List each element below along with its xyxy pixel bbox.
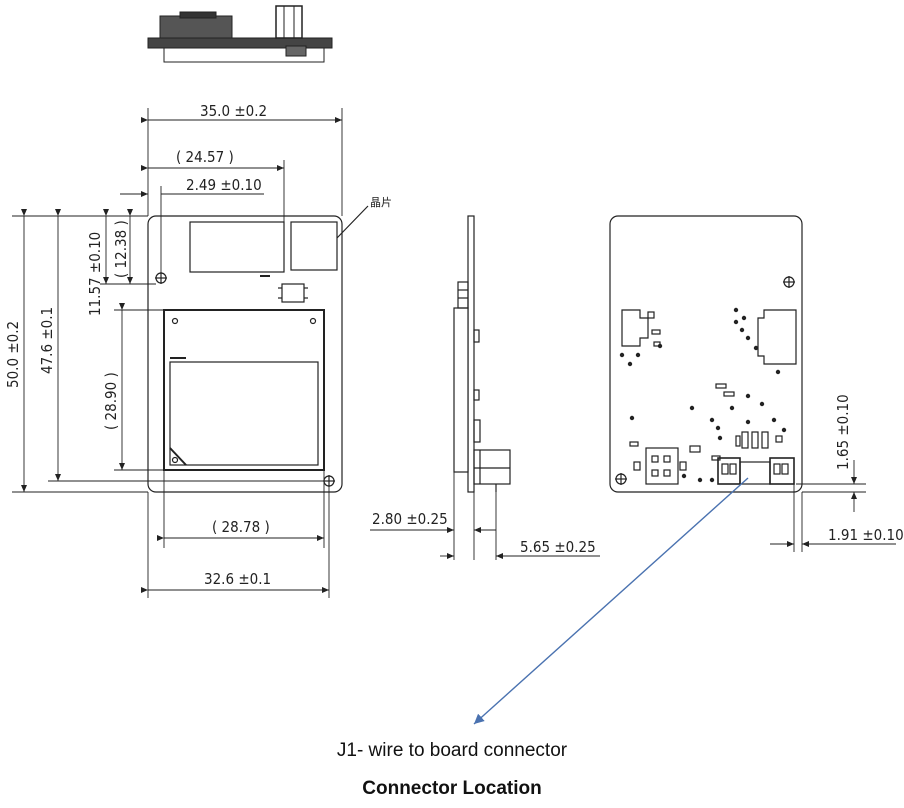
- figure-title: Connector Location: [362, 778, 542, 799]
- back-dimensions: [770, 460, 896, 552]
- back-board: [609, 215, 803, 493]
- dim-hole-y-ref: ( 12.38 ): [112, 220, 130, 278]
- front-board: [147, 205, 369, 493]
- connector-callout-arrow: [473, 477, 749, 725]
- dim-side-depth: 5.65 ±0.25: [520, 538, 596, 556]
- dim-side-thickness: 2.80 ±0.25: [372, 510, 448, 528]
- dim-conn-y: 1.65 ±0.10: [834, 394, 852, 470]
- back-board-vias: [619, 307, 787, 483]
- side-dimensions: [370, 472, 600, 560]
- top-side-view: [147, 5, 333, 63]
- connector-caption: J1- wire to board connector: [336, 740, 568, 761]
- dim-width-total: 35.0 ±0.2: [200, 102, 267, 120]
- dim-lcd-width: ( 28.78 ): [212, 518, 270, 536]
- dim-width-inner: ( 24.57 ): [176, 148, 234, 166]
- dim-offset-x: 2.49 ±0.10: [186, 176, 262, 194]
- dim-height-total: 50.0 ±0.2: [4, 321, 22, 388]
- dim-lcd-height: ( 28.90 ): [102, 372, 120, 430]
- dim-conn-x: 1.91 ±0.10: [828, 526, 904, 544]
- front-dimensions: [12, 108, 343, 598]
- dim-height-inner: 47.6 ±0.1: [38, 307, 56, 374]
- chip-label: 晶片: [370, 196, 392, 209]
- side-view: [453, 215, 511, 493]
- dim-hole-y: 11.57 ±0.10: [86, 232, 104, 316]
- dim-hole-span: 32.6 ±0.1: [204, 570, 271, 588]
